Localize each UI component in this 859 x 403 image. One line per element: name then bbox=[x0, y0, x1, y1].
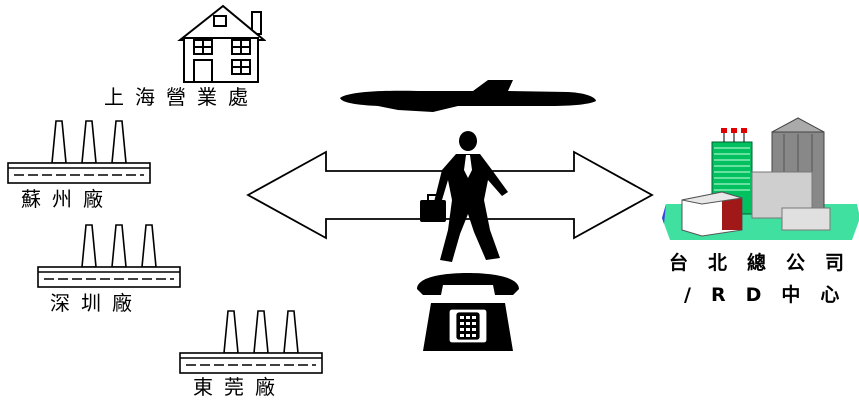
house-icon bbox=[177, 4, 266, 83]
airplane-icon bbox=[340, 80, 596, 112]
factory-icon bbox=[7, 120, 151, 184]
shenzhen-factory-label: 深圳廠 bbox=[50, 291, 143, 315]
telephone-icon bbox=[417, 273, 519, 351]
businessman-icon bbox=[420, 131, 508, 262]
rd-center-label: /RD中心 bbox=[684, 284, 859, 306]
dongguan-factory-label: 東莞廠 bbox=[193, 375, 286, 399]
office-buildings-icon bbox=[662, 117, 859, 240]
factory-icon bbox=[179, 310, 323, 374]
factory-icon bbox=[37, 224, 181, 288]
taipei-hq-label: 台北總公司 bbox=[669, 252, 859, 274]
shanghai-office-label: 上海營業處 bbox=[104, 85, 259, 109]
double-arrow-icon bbox=[246, 150, 654, 240]
suzhou-factory-label: 蘇州廠 bbox=[21, 187, 114, 211]
